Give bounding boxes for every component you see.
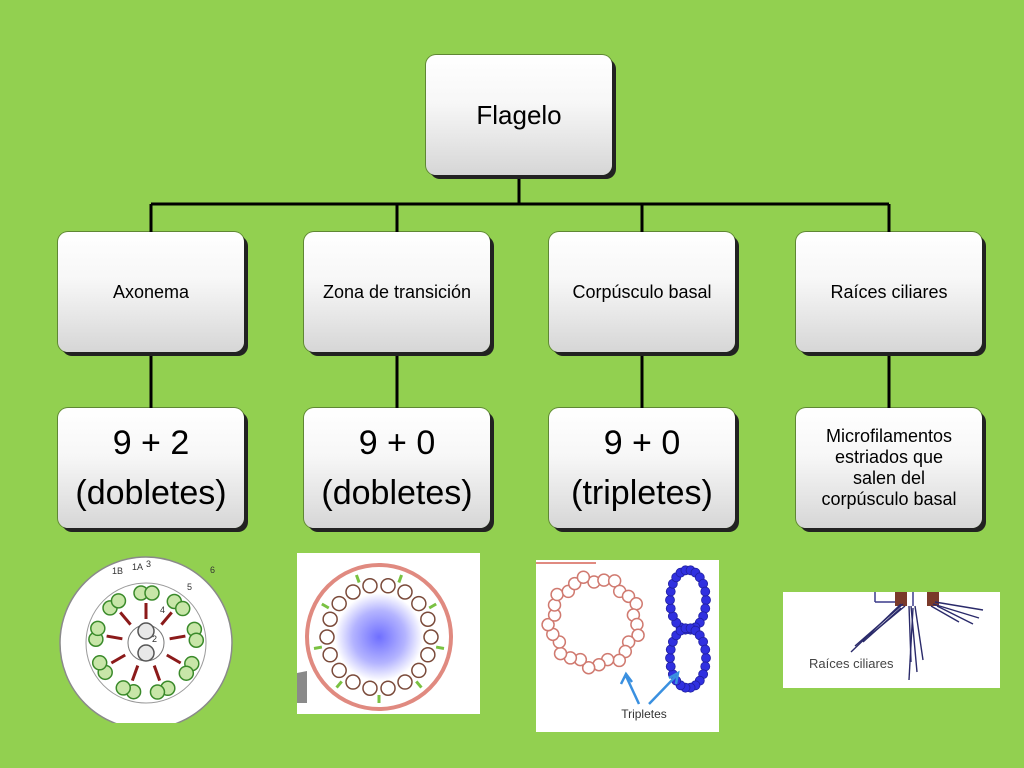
axonema-label: 1B xyxy=(112,566,123,576)
doublet-tubule xyxy=(380,680,396,696)
microtubule-b xyxy=(144,585,160,601)
detail-raices-ciliares: Microfilamentos estriados que salen del … xyxy=(796,408,982,528)
doublet-tubule xyxy=(420,647,436,663)
axonema-label: 5 xyxy=(187,582,192,592)
doublet-tubule xyxy=(420,611,436,627)
root-label: Flagelo xyxy=(476,99,562,130)
triplet-tubule xyxy=(576,570,591,584)
doublet-tubule xyxy=(362,578,378,594)
node-raices-ciliares: Raíces ciliares xyxy=(796,232,982,352)
y-link xyxy=(313,645,323,650)
detail-line: 9 + 2 xyxy=(112,424,190,462)
y-link xyxy=(335,680,343,689)
blue-tubule xyxy=(665,603,676,614)
detail-line: estriados que xyxy=(834,447,944,467)
node-label: Corpúsculo basal xyxy=(572,282,712,302)
microtubule-b xyxy=(174,600,191,617)
y-link xyxy=(321,602,330,610)
doublet-tubule xyxy=(345,674,361,690)
node-corpusculo-basal: Corpúsculo basal xyxy=(549,232,735,352)
doublet-tubule xyxy=(380,578,396,594)
blue-tubule xyxy=(701,653,711,663)
doublet-tubule xyxy=(319,629,335,645)
corpusculo-basal-image: Tripletes xyxy=(536,560,719,732)
radial-spoke xyxy=(106,634,123,641)
doublet-tubule xyxy=(331,595,347,612)
detail-line: salen del xyxy=(852,468,926,488)
node-zona-de-transicion: Zona de transición xyxy=(304,232,490,352)
triplet-tubule xyxy=(550,587,564,602)
radial-spoke xyxy=(110,653,126,665)
raices-ciliares-image: Raíces ciliares xyxy=(783,592,1000,688)
microtubule-b xyxy=(178,665,195,681)
radial-spoke xyxy=(152,665,162,682)
doublet-tubule xyxy=(423,629,439,645)
axonema-label: 6 xyxy=(210,565,215,575)
detail-line: 9 + 0 xyxy=(358,424,436,462)
triplet-tubule xyxy=(631,628,645,642)
axonema-label: 3 xyxy=(146,559,151,569)
doublet-tubule xyxy=(397,584,413,600)
doublet-tubule xyxy=(411,595,427,612)
triplet-tubule xyxy=(581,660,596,675)
roots-caption: Raíces ciliares xyxy=(809,656,894,671)
microtubule-b xyxy=(110,593,127,609)
doublet-tubule xyxy=(331,662,347,679)
doublet-tubule xyxy=(411,662,427,679)
y-link xyxy=(415,680,423,689)
detail-line: (tripletes) xyxy=(571,474,713,512)
triplets-caption: Tripletes xyxy=(621,707,667,721)
detail-zona-de-transicion: 9 + 0 (dobletes) xyxy=(304,408,490,528)
triplet-tubule xyxy=(612,653,627,668)
detail-line: Microfilamentos xyxy=(825,426,953,446)
radial-spoke xyxy=(166,653,182,665)
doublet-tubule xyxy=(362,680,378,696)
radial-spoke xyxy=(160,611,173,626)
blue-tubule xyxy=(665,595,675,605)
radial-spoke xyxy=(169,634,186,641)
microtubule-b xyxy=(90,620,106,637)
doublet-tubule xyxy=(345,584,361,600)
microtubule-b xyxy=(188,632,205,648)
axonema-label: 2 xyxy=(152,634,157,644)
node-label: Raíces ciliares xyxy=(830,282,948,302)
node-label: Axonema xyxy=(112,282,190,302)
radial-spoke xyxy=(130,665,140,682)
detail-corpusculo-basal: 9 + 0 (tripletes) xyxy=(549,408,735,528)
blue-tubule xyxy=(701,595,711,605)
node-label: Zona de transición xyxy=(322,282,472,302)
y-link xyxy=(435,645,445,650)
axonema-label: 1A xyxy=(132,562,143,572)
doublet-tubule xyxy=(397,674,413,690)
doublet-tubule xyxy=(322,611,338,627)
y-link xyxy=(397,574,403,584)
detail-line: (dobletes) xyxy=(75,474,227,512)
detail-line: corpúsculo basal xyxy=(821,489,957,509)
axonema-cross-section-image: 1B 1A 3 6 5 4 2 xyxy=(56,553,236,723)
detail-axonema: 9 + 2 (dobletes) xyxy=(58,408,244,528)
radial-spoke xyxy=(119,611,132,626)
detail-line: 9 + 0 xyxy=(603,424,681,462)
axonema-label: 4 xyxy=(160,605,165,615)
blue-tubule xyxy=(700,644,711,655)
microtubule-b xyxy=(115,680,132,696)
blue-tubule xyxy=(665,653,675,663)
triplet-tubule xyxy=(553,646,568,661)
y-link xyxy=(355,574,361,584)
root-node-flagelo: Flagelo xyxy=(426,55,612,175)
node-axonema: Axonema xyxy=(58,232,244,352)
doublet-tubule xyxy=(322,647,338,663)
microtubule-b xyxy=(149,684,166,700)
triplet-tubule xyxy=(541,617,555,632)
triplet-tubule xyxy=(607,574,622,588)
detail-line: (dobletes) xyxy=(321,474,473,512)
triplet-tubule xyxy=(629,597,643,611)
zona-transicion-image xyxy=(297,553,480,714)
blue-tubule xyxy=(665,661,676,672)
blue-tubule xyxy=(700,586,711,597)
y-link xyxy=(428,602,437,610)
microtubule-b xyxy=(91,655,108,671)
